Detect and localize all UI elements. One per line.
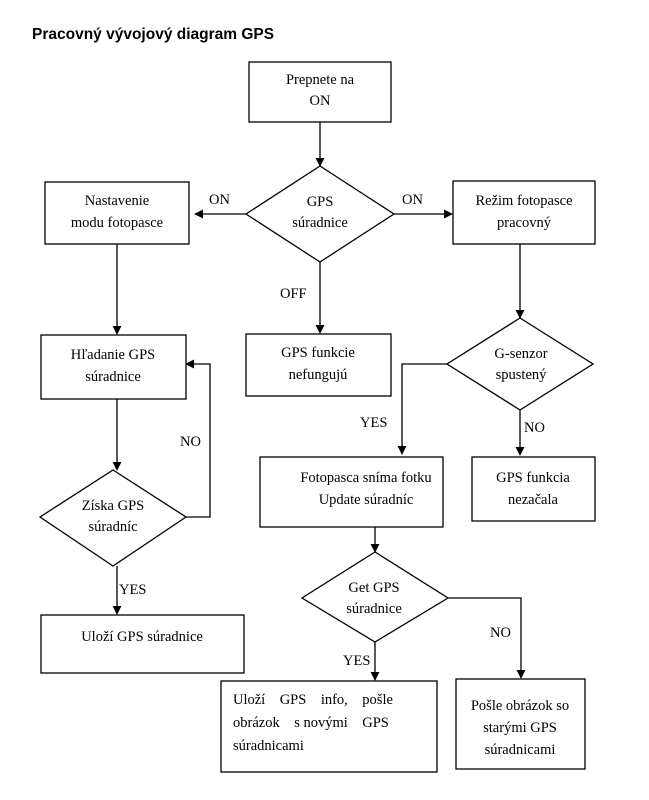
node-gps-not-working-line-2: nefungujú — [289, 367, 348, 383]
decision-gsensor: G-senzor spustený — [445, 317, 595, 411]
decision-get-gps-left-line-1: Získa GPS — [82, 498, 144, 514]
node-camera-mode-set-line-2: modu fotopasce — [71, 215, 163, 231]
node-camera-mode-set-line-1: Nastavenie — [85, 193, 149, 209]
decision-get-gps-left: Získa GPS súradníc — [38, 469, 188, 567]
node-gps-not-started: GPS funkcia nezačala — [471, 456, 596, 522]
edge-get-gps-no-loop — [185, 359, 211, 518]
node-camera-mode-working-line-2: pracovný — [497, 215, 552, 231]
node-save-and-send-line-3: súradnicami — [233, 738, 304, 754]
node-gps-not-working-line-1: GPS funkcie — [281, 345, 355, 361]
decision-gps-line-1: GPS — [307, 194, 334, 210]
decision-gsensor-line-2: spustený — [496, 367, 548, 383]
node-searching-gps-line-2: súradnice — [85, 369, 141, 385]
node-start-line-2: ON — [310, 93, 331, 109]
node-gps-not-started-line-2: nezačala — [508, 492, 558, 508]
decision-get-gps-right-line-1: Get GPS — [348, 580, 399, 596]
node-send-old-line-3: súradnicami — [485, 742, 556, 758]
node-start-line-1: Prepnete na — [286, 72, 355, 88]
node-save-gps-line-1: Uloží GPS súradnice — [81, 629, 203, 645]
node-searching-gps: Hľadanie GPS súradnice — [40, 334, 187, 400]
node-gps-not-working: GPS funkcie nefungujú — [245, 333, 392, 397]
label-no-get-right: NO — [490, 625, 511, 641]
label-on-left: ON — [209, 192, 230, 208]
label-on-right: ON — [402, 192, 423, 208]
node-save-and-send-line-1: Uloží GPS info, pošle — [233, 692, 393, 708]
decision-gsensor-line-1: G-senzor — [494, 346, 547, 362]
label-yes-gsensor: YES — [360, 415, 387, 431]
edge-gsensor-yes-to-photo — [397, 363, 452, 455]
node-gps-not-started-line-1: GPS funkcia — [496, 470, 570, 486]
diagram-title: Pracovný vývojový diagram GPS — [32, 26, 274, 43]
node-camera-mode-working: Režim fotopasce pracovný — [452, 180, 596, 245]
connectors — [112, 122, 526, 681]
node-send-old-line-2: starými GPS — [483, 720, 557, 736]
node-save-and-send: Uloží GPS info, pošle obrázok s novými GP… — [220, 680, 438, 773]
node-take-photo-line-2: Update súradníc — [319, 492, 414, 508]
node-save-gps: Uloží GPS súradnice — [40, 614, 245, 674]
decision-gps-coords: GPS súradnice — [244, 165, 396, 263]
node-searching-gps-line-1: Hľadanie GPS — [71, 347, 155, 363]
node-camera-mode-working-line-1: Režim fotopasce — [475, 193, 572, 209]
label-yes-get-right: YES — [343, 653, 370, 669]
label-no-gsensor: NO — [524, 420, 545, 436]
node-save-and-send-line-2: obrázok s novými GPS — [233, 715, 389, 731]
svg-text:Uloží GPS súradnice: Uloží GPS súradnice — [81, 629, 203, 645]
node-send-old-line-1: Pošle obrázok so — [471, 698, 569, 714]
node-camera-mode-set: Nastavenie modu fotopasce — [44, 181, 190, 245]
edge-get-gps-no-to-send-old — [448, 597, 526, 679]
label-no-search: NO — [180, 434, 201, 450]
label-yes-get-left: YES — [119, 582, 146, 598]
decision-get-gps-right: Get GPS súradnice — [300, 551, 450, 643]
label-off: OFF — [280, 286, 307, 302]
decision-gps-line-2: súradnice — [292, 215, 348, 231]
svg-text:Uloží GPS info, pošle: Uloží GPS info, pošle obrázok s novými GP… — [233, 692, 393, 754]
decision-get-gps-left-line-2: súradníc — [88, 519, 137, 535]
decision-get-gps-right-line-2: súradnice — [346, 601, 402, 617]
node-start: Prepnete na ON — [248, 61, 392, 123]
node-send-old: Pošle obrázok so starými GPS súradnicami — [455, 678, 586, 770]
node-take-photo-line-1: Fotopasca sníma fotku — [300, 470, 431, 486]
